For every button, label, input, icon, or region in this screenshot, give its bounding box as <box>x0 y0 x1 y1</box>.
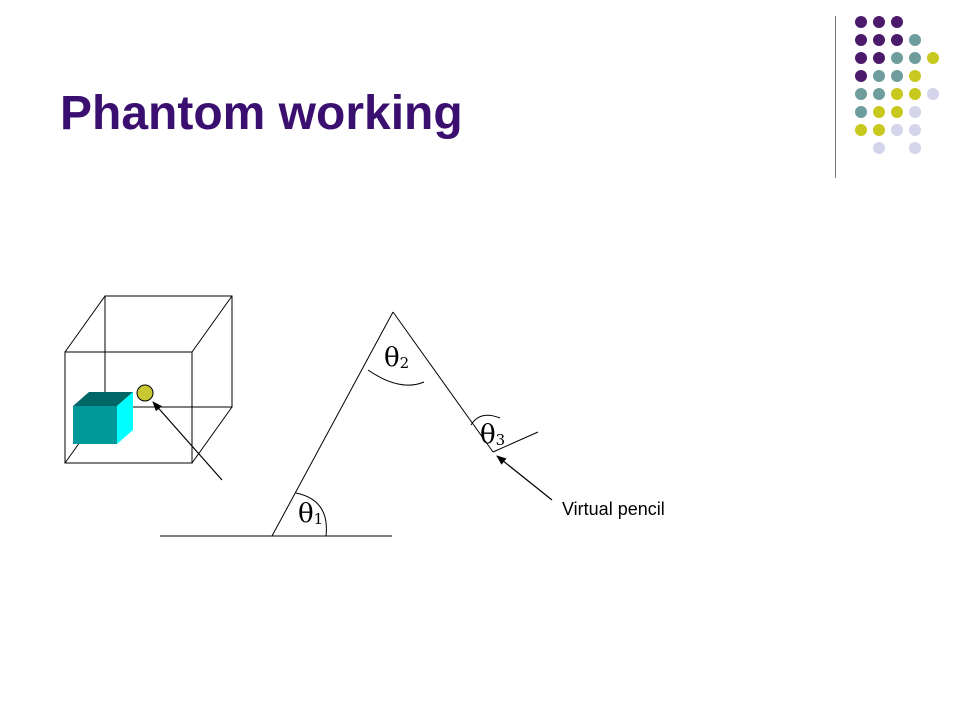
pencil-pointer-arrow <box>496 455 553 501</box>
dot <box>927 88 939 100</box>
dot <box>891 106 903 118</box>
dot <box>891 88 903 100</box>
dot <box>873 88 885 100</box>
dot <box>873 106 885 118</box>
dot <box>855 34 867 46</box>
cube-top-face <box>73 392 133 406</box>
cube-front-face <box>73 406 117 444</box>
dot <box>909 106 921 118</box>
dot <box>855 70 867 82</box>
dot <box>855 16 867 28</box>
theta2-label: θ2 <box>384 343 409 373</box>
arm-link-2 <box>392 311 494 453</box>
dot <box>909 124 921 136</box>
dot <box>909 142 921 154</box>
slide-title: Phantom working <box>60 87 463 140</box>
dot <box>909 88 921 100</box>
dot <box>873 124 885 136</box>
dot <box>891 16 903 28</box>
dot <box>855 124 867 136</box>
dot <box>927 52 939 64</box>
dot <box>855 52 867 64</box>
dot <box>873 70 885 82</box>
stylus-link <box>492 431 539 453</box>
phantom-arm <box>160 311 539 537</box>
decorative-dot-grid <box>855 16 939 154</box>
dot <box>891 70 903 82</box>
dot <box>909 70 921 82</box>
virtual-pencil-label: Virtual pencil <box>562 499 665 519</box>
dot <box>909 34 921 46</box>
theta1-label: θ1 <box>298 499 323 529</box>
dot <box>873 52 885 64</box>
dot <box>873 34 885 46</box>
theta3-label: θ3 <box>480 420 505 450</box>
theta3-arc <box>470 414 501 426</box>
header-divider <box>835 16 836 178</box>
cube-side-face <box>117 392 133 444</box>
virtual-object-cube <box>73 392 133 444</box>
dot <box>891 52 903 64</box>
ball-pointer-arrow <box>152 401 223 481</box>
dot <box>891 124 903 136</box>
arm-link-1 <box>271 311 394 537</box>
dot <box>855 106 867 118</box>
interaction-point-ball <box>136 384 154 402</box>
angle-arcs <box>295 369 501 537</box>
dot <box>873 142 885 154</box>
dot <box>891 34 903 46</box>
theta1-arc <box>295 492 327 537</box>
dot <box>855 88 867 100</box>
theta2-arc <box>367 369 425 386</box>
dot <box>909 52 921 64</box>
dot <box>873 16 885 28</box>
